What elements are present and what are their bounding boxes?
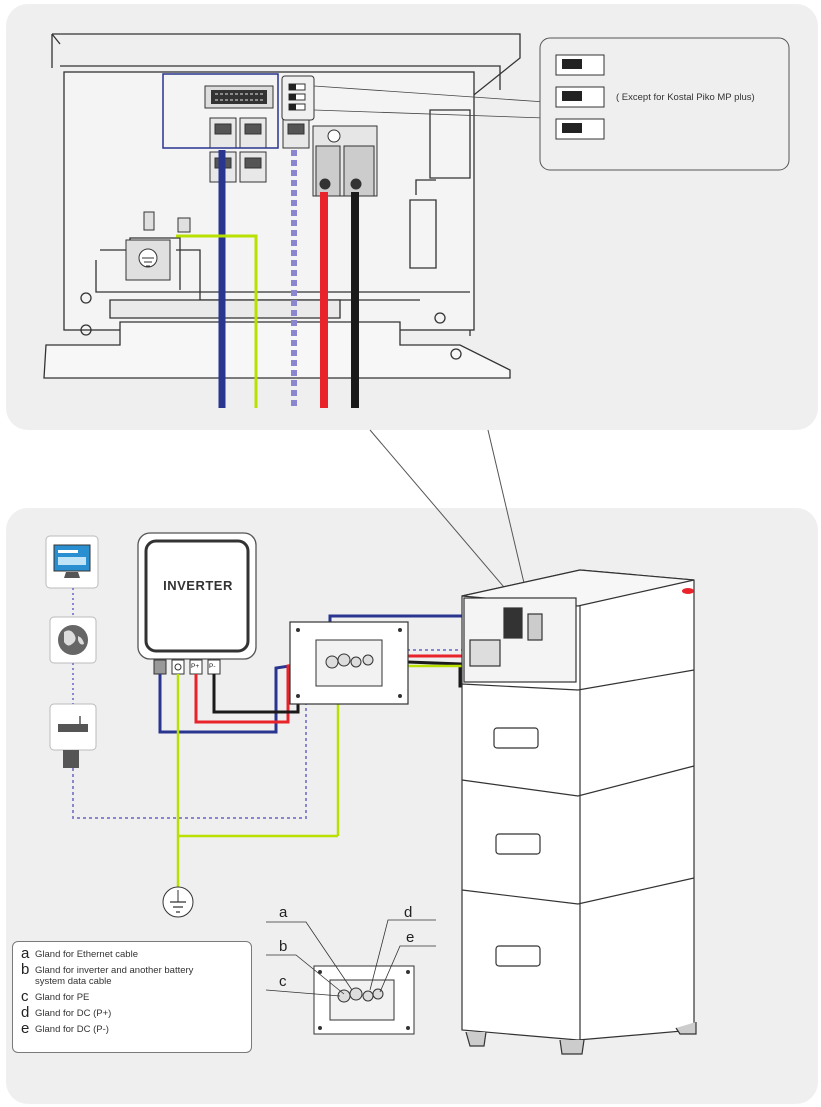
gland-letter-d: d bbox=[404, 904, 413, 921]
inverter-unit bbox=[137, 532, 257, 675]
enclosure-outline bbox=[43, 33, 521, 379]
gland-letter-b: b bbox=[279, 938, 288, 955]
dip-switch bbox=[281, 75, 315, 121]
dip-callout-line-2 bbox=[313, 109, 546, 119]
router-icon bbox=[49, 703, 97, 768]
terminal-p-minus: P- bbox=[209, 663, 216, 670]
dc-terminals bbox=[312, 125, 378, 197]
gland-plate-detail bbox=[313, 965, 415, 1035]
legend-text: Gland for PE bbox=[35, 992, 90, 1003]
data-port-highlight bbox=[162, 73, 279, 149]
gland-letter-e: e bbox=[406, 929, 415, 946]
zoom-line-right bbox=[487, 429, 529, 601]
legend-item: b Gland for inverter and another battery… bbox=[21, 961, 243, 987]
legend-item: a Gland for Ethernet cable bbox=[21, 945, 243, 962]
pe-cable-detail bbox=[176, 234, 258, 408]
gland-plate bbox=[289, 621, 409, 705]
legend-text: Gland for inverter and another battery s… bbox=[35, 965, 194, 987]
legend-key: c bbox=[21, 988, 29, 1005]
gland-letter-c: c bbox=[279, 973, 287, 990]
gland-letter-a: a bbox=[279, 904, 288, 921]
dip-callout-line-1 bbox=[313, 85, 546, 103]
legend-text: Gland for Ethernet cable bbox=[35, 949, 138, 960]
inverter-label: INVERTER bbox=[163, 578, 233, 593]
legend-key: e bbox=[21, 1020, 30, 1037]
computer-icon bbox=[45, 535, 99, 589]
legend-key: d bbox=[21, 1004, 30, 1021]
battery-tower-icon bbox=[461, 569, 697, 1055]
gland-leader-lines bbox=[265, 919, 436, 997]
legend-text: Gland for DC (P+) bbox=[35, 1008, 112, 1019]
dip-switch-setting-icons bbox=[555, 54, 605, 140]
data-connector-block bbox=[204, 85, 274, 109]
terminal-p-plus: P+ bbox=[191, 663, 200, 670]
zoom-line-left bbox=[369, 429, 516, 601]
gland-legend: a Gland for Ethernet cable b Gland for i… bbox=[12, 941, 252, 1053]
globe-icon bbox=[49, 616, 97, 664]
data-cable bbox=[158, 614, 505, 734]
legend-key: a bbox=[21, 945, 30, 962]
legend-item: c Gland for PE bbox=[21, 988, 243, 1005]
ground-symbol-icon bbox=[162, 886, 194, 918]
legend-text: Gland for DC (P-) bbox=[35, 1024, 109, 1035]
legend-item: e Gland for DC (P-) bbox=[21, 1020, 243, 1037]
dip-callout-note: ( Except for Kostal Piko MP plus) bbox=[616, 92, 755, 103]
legend-item: d Gland for DC (P+) bbox=[21, 1004, 243, 1021]
legend-key: b bbox=[21, 961, 30, 978]
ground-lug bbox=[125, 211, 191, 281]
